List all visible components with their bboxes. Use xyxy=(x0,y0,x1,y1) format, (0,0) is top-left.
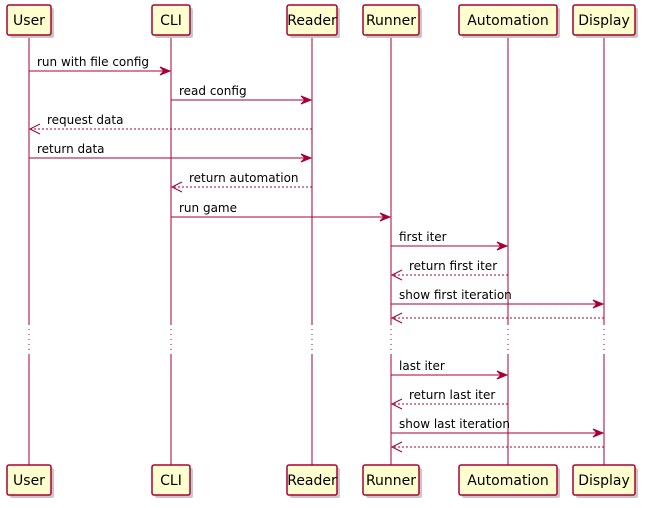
participant-user-bottom: User xyxy=(6,464,54,498)
participant-reader-bottom: Reader xyxy=(286,464,340,498)
participant-label-cli: CLI xyxy=(160,13,182,29)
message-7: return first iter xyxy=(390,259,508,281)
message-label: run game xyxy=(179,201,237,215)
arrowhead-filled xyxy=(379,212,392,222)
participant-label-display: Display xyxy=(578,13,630,29)
arrowhead-filled xyxy=(592,299,605,309)
message-2: request data xyxy=(28,113,312,135)
participant-label-reader: Reader xyxy=(287,473,337,489)
participant-label-user: User xyxy=(13,473,45,489)
message-label: return last iter xyxy=(409,388,495,402)
arrowhead-open xyxy=(28,123,41,135)
message-0: run with file config xyxy=(29,55,172,76)
arrowhead-filled xyxy=(496,241,509,251)
participant-label-runner: Runner xyxy=(366,13,416,29)
message-label: return first iter xyxy=(409,259,497,273)
message-label: show first iteration xyxy=(399,288,512,302)
participant-label-automation: Automation xyxy=(467,13,549,29)
arrowhead-filled xyxy=(300,153,313,163)
participant-label-runner: Runner xyxy=(366,473,416,489)
participant-label-cli: CLI xyxy=(160,473,182,489)
participant-label-display: Display xyxy=(578,473,630,489)
arrowhead-filled xyxy=(592,428,605,438)
message-label: return automation xyxy=(189,171,299,185)
message-label: first iter xyxy=(399,230,447,244)
participant-label-automation: Automation xyxy=(467,473,549,489)
message-3: return data xyxy=(29,142,313,163)
message-5: run game xyxy=(171,201,392,222)
arrowhead-filled xyxy=(496,370,509,380)
message-label: read config xyxy=(179,84,247,98)
message-14 xyxy=(390,441,604,453)
arrowhead-open xyxy=(390,312,403,324)
arrowhead-open xyxy=(390,398,403,410)
participant-display-bottom: Display xyxy=(572,464,638,498)
participant-automation-top: Automation xyxy=(458,4,560,38)
arrowhead-open xyxy=(170,181,183,193)
message-8: show first iteration xyxy=(391,288,605,309)
participant-automation-bottom: Automation xyxy=(458,464,560,498)
participant-cli-bottom: CLI xyxy=(151,464,193,498)
participant-user-top: User xyxy=(6,4,54,38)
message-11: last iter xyxy=(391,359,509,380)
arrowhead-filled xyxy=(300,95,313,105)
message-13: show last iteration xyxy=(391,417,605,438)
message-label: run with file config xyxy=(37,55,149,69)
participant-label-reader: Reader xyxy=(287,13,337,29)
message-label: request data xyxy=(47,113,123,127)
arrowhead-filled xyxy=(159,66,172,76)
message-label: show last iteration xyxy=(399,417,510,431)
message-12: return last iter xyxy=(390,388,508,410)
message-1: read config xyxy=(171,84,313,105)
message-4: return automation xyxy=(170,171,312,193)
participant-reader-top: Reader xyxy=(286,4,340,38)
participant-label-user: User xyxy=(13,13,45,29)
arrowhead-open xyxy=(390,441,403,453)
participant-runner-bottom: Runner xyxy=(362,464,422,498)
message-6: first iter xyxy=(391,230,509,251)
arrowhead-open xyxy=(390,269,403,281)
participant-display-top: Display xyxy=(572,4,638,38)
message-label: return data xyxy=(37,142,105,156)
participant-runner-top: Runner xyxy=(362,4,422,38)
message-label: last iter xyxy=(399,359,445,373)
participant-cli-top: CLI xyxy=(151,4,193,38)
message-9 xyxy=(390,312,604,324)
